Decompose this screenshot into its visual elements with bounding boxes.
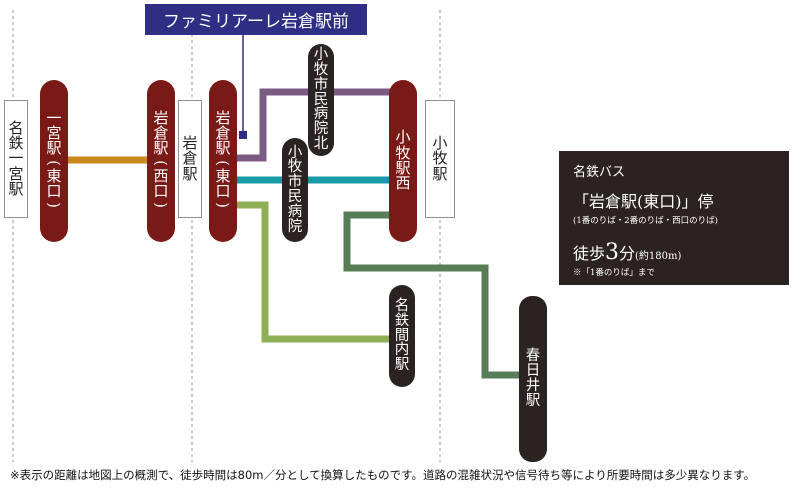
bus-route-darkgreen: [343, 211, 525, 379]
bus-route-lightgreen: [236, 201, 395, 343]
walk-time: 徒歩3分(約180m): [573, 240, 775, 265]
walk-minutes: 3: [605, 240, 620, 265]
destination-marker: [239, 131, 247, 139]
bus-platforms: (1番のりば・2番のりば・西口のりば): [573, 216, 718, 226]
bus-company: 名鉄バス: [573, 165, 626, 180]
footnote: ※表示の距離は地図上の概測で、徒歩時間は80m／分として換算したものです。道路の…: [10, 468, 756, 482]
stop-komaki-hospital: 小牧市民病院: [282, 138, 308, 242]
walk-note: ※「1番のりば」まで: [573, 268, 655, 278]
walk-unit: 分: [619, 244, 636, 263]
station-ichinomiya-east: 一宮駅(東口): [40, 80, 68, 242]
stop-meitetsu-mamauchi: 名鉄間内駅: [389, 285, 415, 387]
walk-distance: (約180m): [635, 251, 682, 262]
station-komaki: 小牧駅: [425, 100, 455, 218]
stop-komaki-hospital-north: 小牧市民病院北: [308, 44, 334, 156]
station-iwakura: 岩倉駅: [178, 100, 202, 218]
station-iwakura-east: 岩倉駅(東口): [209, 80, 237, 242]
station-meitetsu-ichinomiya: 名鉄一宮駅: [4, 100, 28, 218]
walk-prefix: 徒歩: [573, 244, 606, 263]
destination-label: ファミリアーレ岩倉駅前: [145, 4, 367, 35]
station-iwakura-west: 岩倉駅(西口): [147, 80, 175, 242]
bus-info-panel: 名鉄バス 「岩倉駅(東口)」停 (1番のりば・2番のりば・西口のりば) 徒歩3分…: [559, 151, 789, 285]
station-komaki-west: 小牧駅西: [389, 80, 417, 242]
bus-stop-name: 「岩倉駅(東口)」停: [573, 192, 714, 211]
station-kasugai: 春日井駅: [519, 296, 547, 462]
